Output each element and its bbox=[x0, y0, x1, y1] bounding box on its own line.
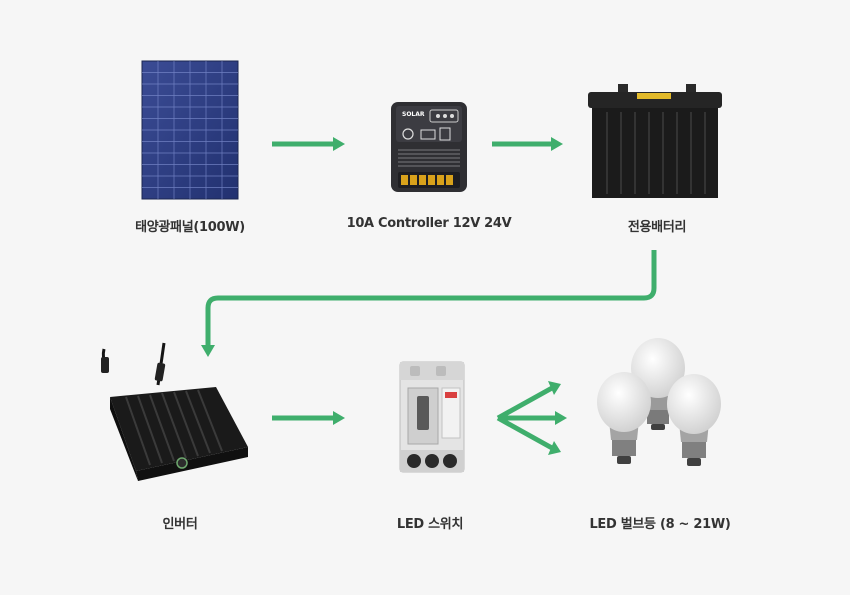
switch-image bbox=[399, 361, 465, 473]
arrowhead-2 bbox=[551, 137, 563, 151]
arrowhead-6 bbox=[555, 411, 567, 425]
arrowhead-7 bbox=[548, 441, 561, 455]
arrowhead-1 bbox=[333, 137, 345, 151]
arrow-switch-to-bulb-bottom bbox=[496, 415, 554, 451]
arrowhead-5 bbox=[548, 381, 561, 395]
bulb-right bbox=[667, 374, 721, 466]
battery-image bbox=[588, 84, 722, 198]
controller-brand-text: SOLAR bbox=[402, 111, 425, 118]
label-inverter: 인버터 bbox=[162, 517, 198, 532]
solar-panel-image bbox=[141, 60, 239, 200]
arrowhead-3 bbox=[201, 345, 215, 357]
led-bulbs-image bbox=[597, 338, 721, 466]
label-bulbs: LED 벌브등 (8 ~ 21W) bbox=[589, 517, 731, 532]
arrowhead-4 bbox=[333, 411, 345, 425]
arrow-battery-to-inverter bbox=[205, 250, 657, 346]
label-controller: 10A Controller 12V 24V bbox=[346, 216, 512, 231]
label-solar-panel: 태양광패널(100W) bbox=[135, 220, 245, 235]
inverter-image bbox=[101, 342, 248, 481]
controller-image: SOLAR bbox=[391, 102, 467, 192]
arrow-switch-to-bulb-top bbox=[496, 385, 554, 421]
label-battery: 전용배터리 bbox=[627, 220, 687, 235]
label-switch: LED 스위치 bbox=[396, 517, 464, 532]
bulb-left bbox=[597, 372, 651, 464]
